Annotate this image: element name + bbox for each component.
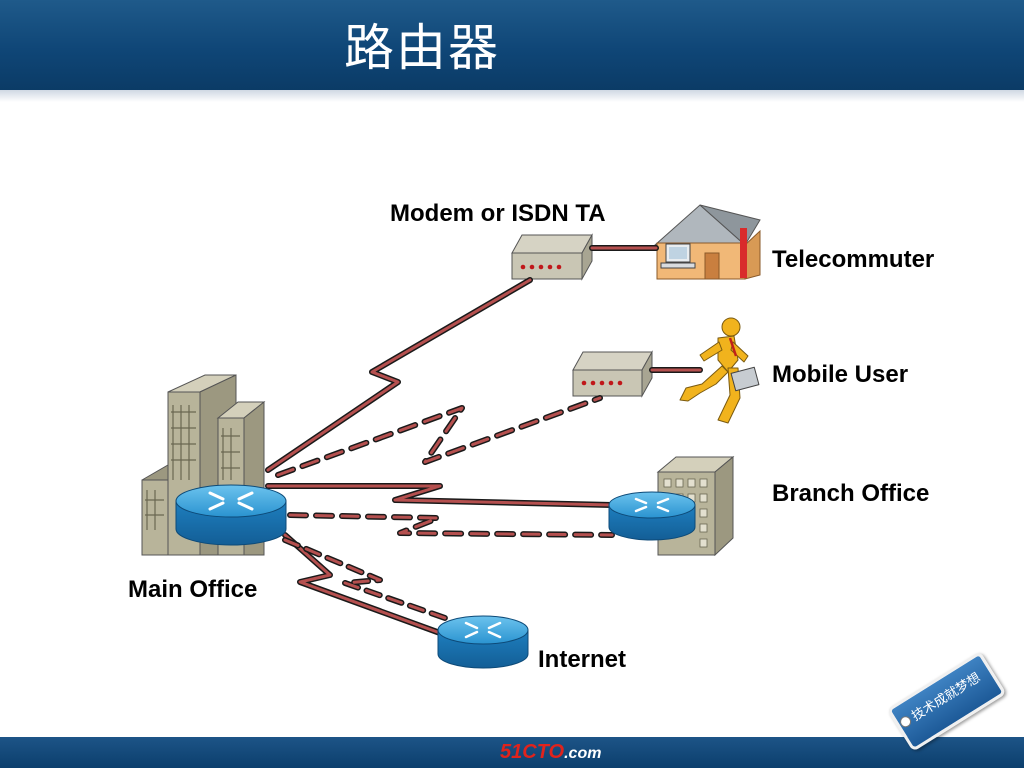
main-office-label: Main Office bbox=[128, 576, 258, 603]
modem-or-isdn-ta-icon bbox=[511, 233, 593, 281]
mobile-user-label: Mobile User bbox=[772, 361, 909, 388]
header-shadow bbox=[0, 90, 1024, 102]
slide-footer bbox=[0, 737, 1024, 768]
modem-label: Modem or ISDN TA bbox=[390, 200, 606, 227]
mobile-modem-icon bbox=[572, 350, 653, 398]
internet-router-icon bbox=[437, 615, 529, 669]
slide-title: 路由器 bbox=[344, 19, 500, 77]
internet-label: Internet bbox=[538, 646, 627, 673]
brand-logo: 51CTO.com bbox=[500, 741, 601, 764]
network-links bbox=[265, 245, 703, 636]
slide-header bbox=[0, 0, 1024, 90]
main-office-router-icon bbox=[175, 484, 287, 546]
mobile-user-person-icon bbox=[679, 317, 760, 424]
house-icon bbox=[653, 204, 761, 280]
branch-office-router-icon bbox=[608, 491, 696, 541]
brand-main-text: 51CTO bbox=[500, 741, 565, 763]
brand-suffix-text: .com bbox=[564, 745, 602, 762]
branch-office-building-icon bbox=[656, 455, 735, 557]
main-office-building-icon bbox=[141, 374, 266, 556]
branch-office-label: Branch Office bbox=[772, 480, 930, 507]
telecommuter-label: Telecommuter bbox=[772, 246, 935, 273]
